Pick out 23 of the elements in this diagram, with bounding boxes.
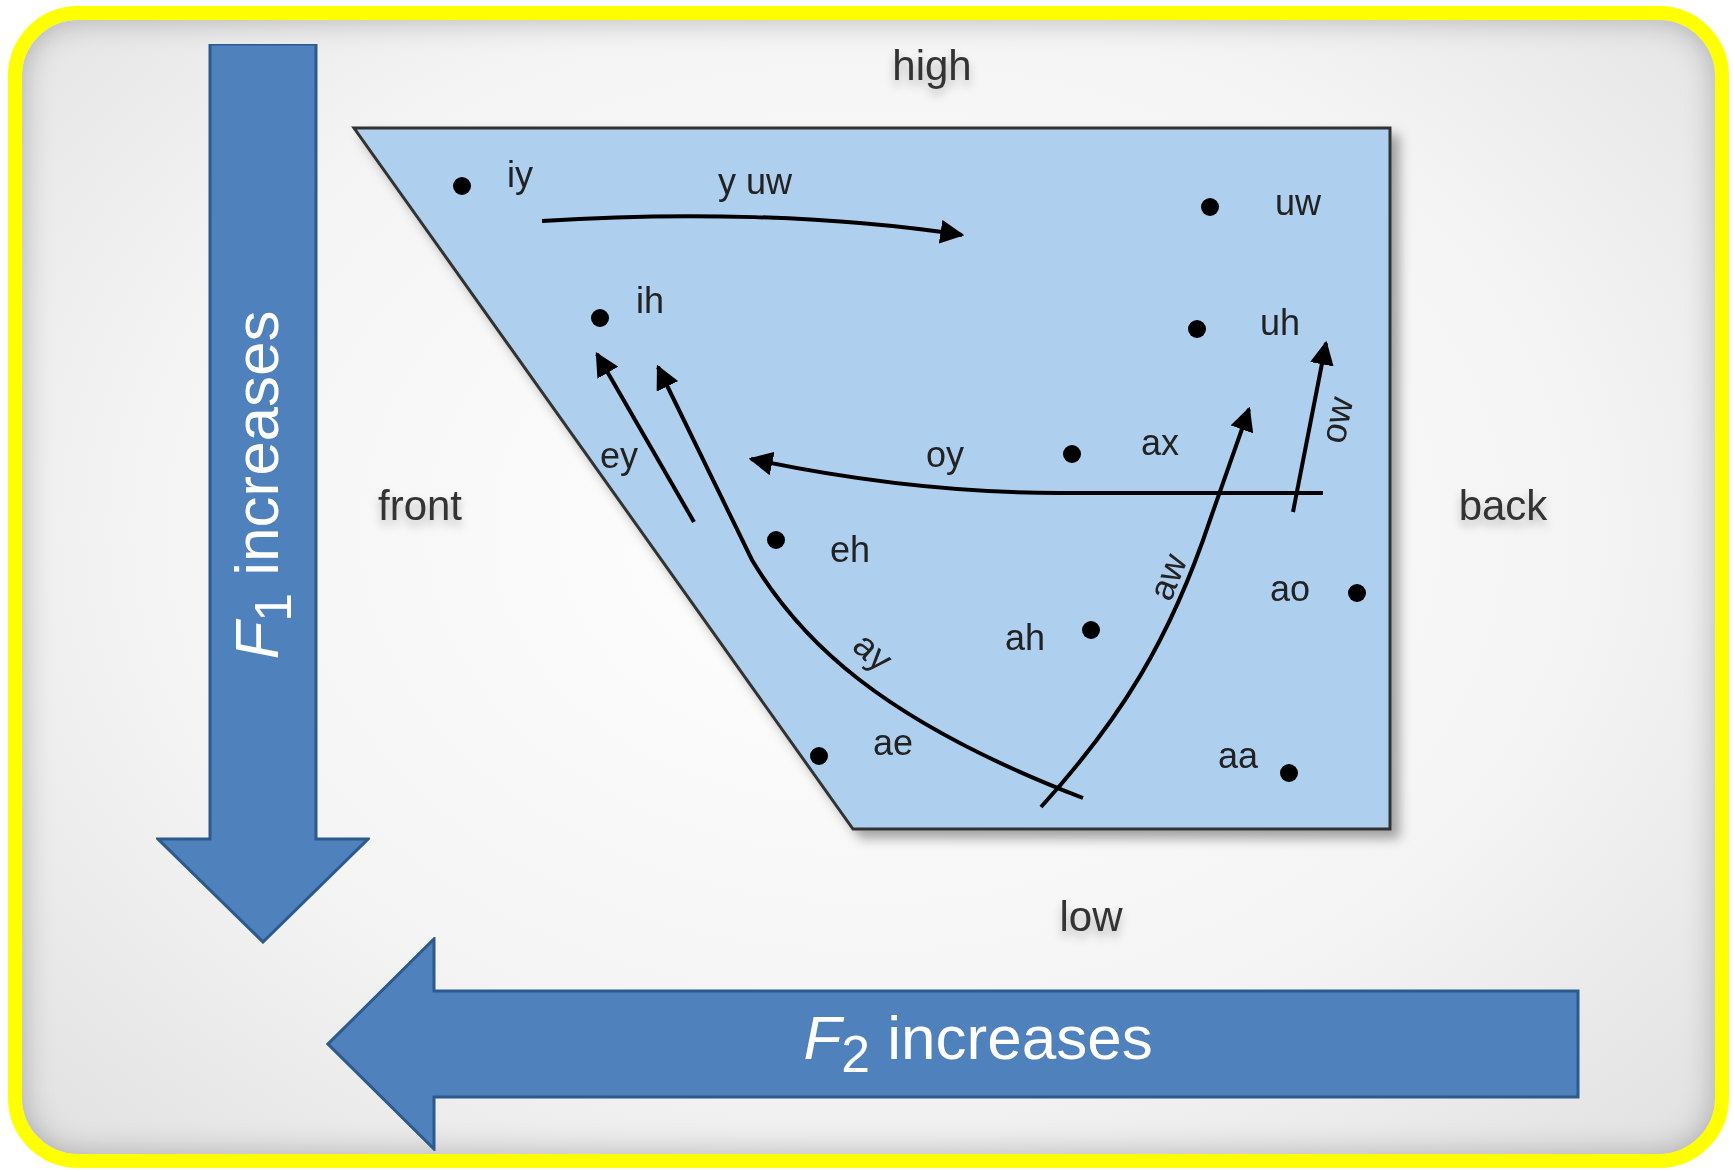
vowel-label: ih xyxy=(636,283,664,319)
diphthong-label: aw xyxy=(1142,548,1194,606)
block-arrow xyxy=(326,937,1580,1151)
vowel-label: uh xyxy=(1260,305,1300,341)
diphthong-label: ey xyxy=(600,438,638,474)
diphthong-label: ow xyxy=(1314,393,1360,447)
axis-label: low xyxy=(1059,896,1123,938)
vowel-label: ax xyxy=(1141,425,1179,461)
axis-label: back xyxy=(1458,485,1548,527)
axis-label: front xyxy=(378,485,462,527)
vowel-label: ae xyxy=(873,725,913,761)
diphthong-label: ay xyxy=(846,625,900,679)
diphthong-label: oy xyxy=(926,437,964,473)
vowel-label: ao xyxy=(1270,571,1310,607)
vowel-label: eh xyxy=(830,532,870,568)
vowel-label: iy xyxy=(507,157,533,193)
axis-label: high xyxy=(892,45,972,87)
diphthong-label: y uw xyxy=(718,164,792,200)
arrow-label: F$_{2}$ increases xyxy=(803,1006,1153,1082)
block-arrow xyxy=(156,44,370,944)
vowel-label: uw xyxy=(1275,185,1321,221)
vowel-label: aa xyxy=(1218,738,1258,774)
vowel-label: ah xyxy=(1005,620,1045,656)
